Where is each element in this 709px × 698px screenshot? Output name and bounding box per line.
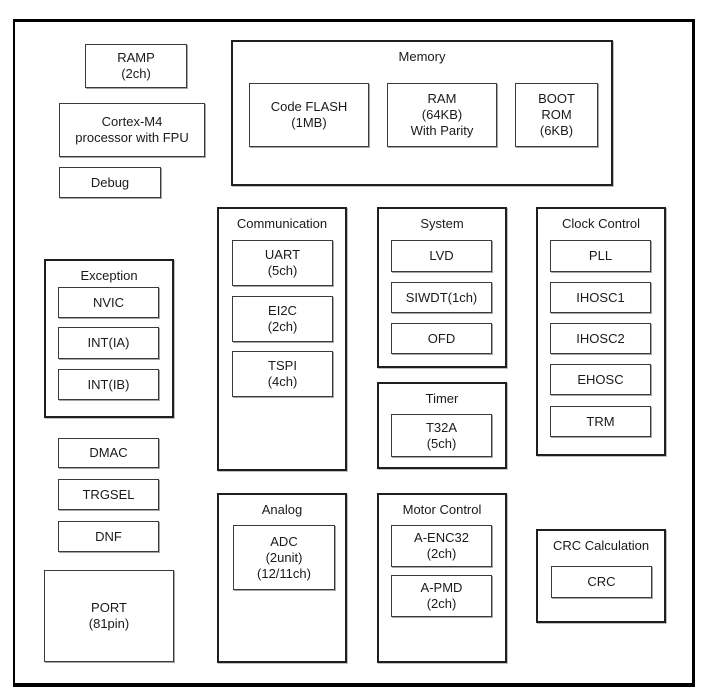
group-exception-title: Exception: [80, 268, 138, 283]
label-line: A-ENC32: [414, 530, 469, 545]
label-line: TSPI: [268, 358, 297, 373]
block-int-ib: INT(IB): [58, 369, 159, 400]
block-int-ia: INT(IA): [58, 327, 159, 359]
block-ihosc2: IHOSC2: [550, 323, 651, 354]
block-pll: PLL: [550, 240, 651, 272]
block-dnf: DNF: [58, 521, 159, 552]
block-code-flash: Code FLASH(1MB): [249, 83, 369, 147]
label-line: BOOT: [538, 91, 575, 106]
label-line: Code FLASH: [270, 99, 348, 114]
block-a-enc32: A-ENC32(2ch): [391, 525, 492, 567]
block-ihosc1: IHOSC1: [550, 282, 651, 313]
label-line: (81pin): [88, 616, 130, 631]
label-line: (2ch): [267, 319, 298, 334]
label-line: (12/11ch): [257, 565, 311, 581]
group-clock-control-title: Clock Control: [561, 216, 641, 231]
group-timer-title: Timer: [425, 391, 459, 406]
block-siwdt: SIWDT(1ch): [391, 282, 492, 313]
block-ramp: RAMP(2ch): [85, 44, 187, 88]
group-crc-calculation-title: CRC Calculation: [552, 538, 650, 553]
label-line: processor with FPU: [75, 130, 189, 145]
block-port: PORT(81pin): [44, 570, 174, 662]
label-line: (6KB): [539, 123, 574, 138]
label-line: A-PMD: [420, 580, 463, 595]
group-memory-title: Memory: [398, 49, 446, 64]
chip-outline: [13, 19, 695, 687]
block-t32a: T32A(5ch): [391, 414, 492, 457]
label-line: (4ch): [267, 374, 298, 389]
block-ehosc: EHOSC: [550, 364, 651, 395]
label-line: (5ch): [426, 435, 457, 451]
label-line: (2ch): [426, 546, 457, 561]
label-line: (1MB): [291, 115, 327, 130]
block-lvd: LVD: [391, 240, 492, 272]
label-line: ROM: [541, 107, 572, 122]
label-line: RAM: [427, 91, 457, 106]
label-line: T32A: [425, 419, 458, 435]
label-line: UART: [264, 247, 301, 262]
label-line: EI2C: [268, 303, 297, 318]
group-motor-control-title: Motor Control: [402, 502, 482, 517]
label-line: (2ch): [121, 66, 151, 81]
label-line: (2unit): [265, 549, 303, 565]
label-line: (2ch): [426, 596, 457, 611]
label-line: PORT: [91, 600, 127, 615]
block-crc: CRC: [551, 566, 652, 598]
label-line: RAMP: [117, 50, 155, 65]
label-line: Cortex-M4: [101, 114, 163, 129]
block-a-pmd: A-PMD(2ch): [391, 575, 492, 617]
group-communication-title: Communication: [236, 216, 328, 231]
block-trgsel: TRGSEL: [58, 479, 159, 510]
block-ofd: OFD: [391, 323, 492, 354]
block-trm: TRM: [550, 406, 651, 437]
label-line: With Parity: [410, 123, 474, 138]
label-line: (64KB): [421, 107, 463, 122]
block-nvic: NVIC: [58, 287, 159, 318]
block-debug: Debug: [59, 167, 161, 198]
label-line: ADC: [270, 533, 298, 549]
block-uart: UART(5ch): [232, 240, 333, 286]
label-line: (5ch): [267, 263, 298, 278]
group-analog-title: Analog: [261, 502, 303, 517]
block-ram: RAM(64KB)With Parity: [387, 83, 497, 147]
block-dmac: DMAC: [58, 438, 159, 468]
block-ei2c: EI2C(2ch): [232, 296, 333, 342]
block-tspi: TSPI(4ch): [232, 351, 333, 397]
block-adc: ADC(2unit)(12/11ch): [233, 525, 335, 590]
group-system-title: System: [420, 216, 464, 231]
